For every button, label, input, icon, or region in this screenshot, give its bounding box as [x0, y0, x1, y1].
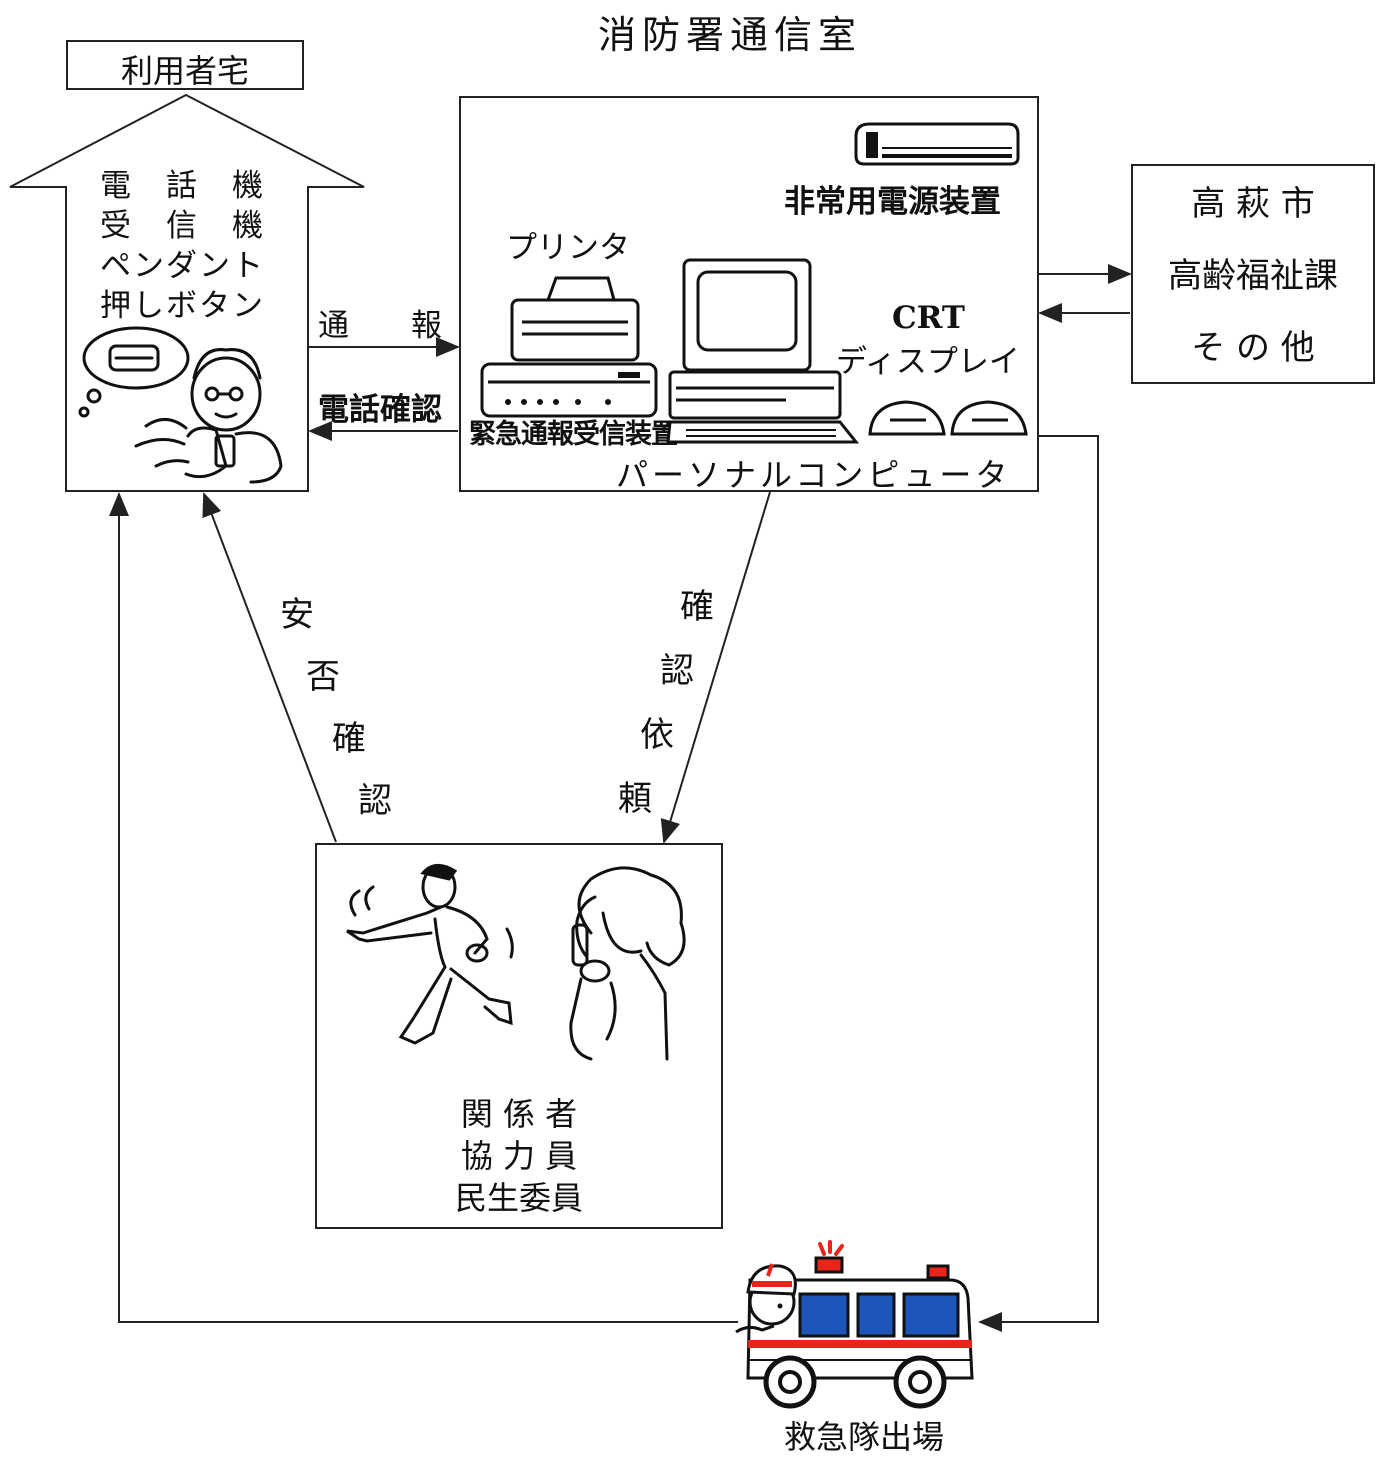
woman-phone-icon	[569, 866, 686, 1061]
safety-check-arrow	[202, 492, 337, 843]
receiver-label: 緊急通報受信装置	[469, 419, 678, 450]
printer-label: プリンタ	[506, 230, 630, 266]
safety-check-char-3: 確	[332, 719, 366, 759]
city-line-welfare: 高齢福祉課	[1168, 256, 1338, 296]
center-title: 消防署通信室	[598, 13, 863, 57]
report-label: 通 報	[318, 308, 442, 344]
center-to-ambulance-arrow	[978, 435, 1099, 1332]
safety-check-char-2: 否	[306, 657, 340, 697]
related-line-welfare-commissioner: 民生委員	[454, 1179, 583, 1217]
user-home-label: 利用者宅	[120, 52, 249, 90]
confirm-request-char-2: 認	[660, 651, 694, 691]
related-line-persons: 関 係 者	[460, 1095, 578, 1133]
home-line-phone: 電 話 機	[100, 168, 265, 204]
confirm-request-char-4: 頼	[618, 779, 652, 819]
city-office-box: 高 萩 市 高齢福祉課 そ の 他	[1131, 164, 1375, 384]
emergency-power-icon	[854, 122, 1020, 166]
home-line-pendant: ペンダント	[100, 248, 265, 284]
safety-check-char-1: 安	[280, 595, 314, 635]
phone-confirm-label: 電話確認	[318, 392, 442, 428]
city-line-takahagi: 高 萩 市	[1191, 184, 1315, 224]
user-home-label-box: 利用者宅	[66, 40, 304, 90]
confirm-request-char-3: 依	[640, 715, 674, 755]
city-line-others: そ の 他	[1191, 328, 1315, 368]
home-line-pushbutton: 押しボタン	[100, 288, 265, 324]
printer-icon	[480, 276, 658, 418]
home-line-receiver: 受 信 機	[100, 208, 265, 244]
input-device-icon	[868, 400, 1028, 436]
crt-label: CRT	[892, 300, 965, 336]
ambulance-dispatch-label: 救急隊出場	[784, 1418, 945, 1456]
safety-check-char-4: 認	[358, 781, 392, 821]
personal-computer-label: パーソナルコンピュータ	[616, 456, 1012, 494]
ambulance-icon	[735, 1240, 974, 1409]
emergency-power-label: 非常用電源装置	[784, 184, 1001, 220]
confirm-request-arrow	[660, 491, 771, 844]
confirm-request-char-1: 確	[680, 587, 714, 627]
ambulance-to-home-arrow	[109, 492, 738, 1323]
running-man-icon	[346, 864, 514, 1045]
crt-display-label: ディスプレイ	[836, 344, 1020, 380]
computer-icon	[666, 258, 860, 444]
related-line-cooperators: 協 力 員	[460, 1137, 578, 1175]
elderly-person-phone-icon	[78, 326, 283, 484]
related-persons-box: 関 係 者 協 力 員 民生委員	[315, 843, 723, 1229]
